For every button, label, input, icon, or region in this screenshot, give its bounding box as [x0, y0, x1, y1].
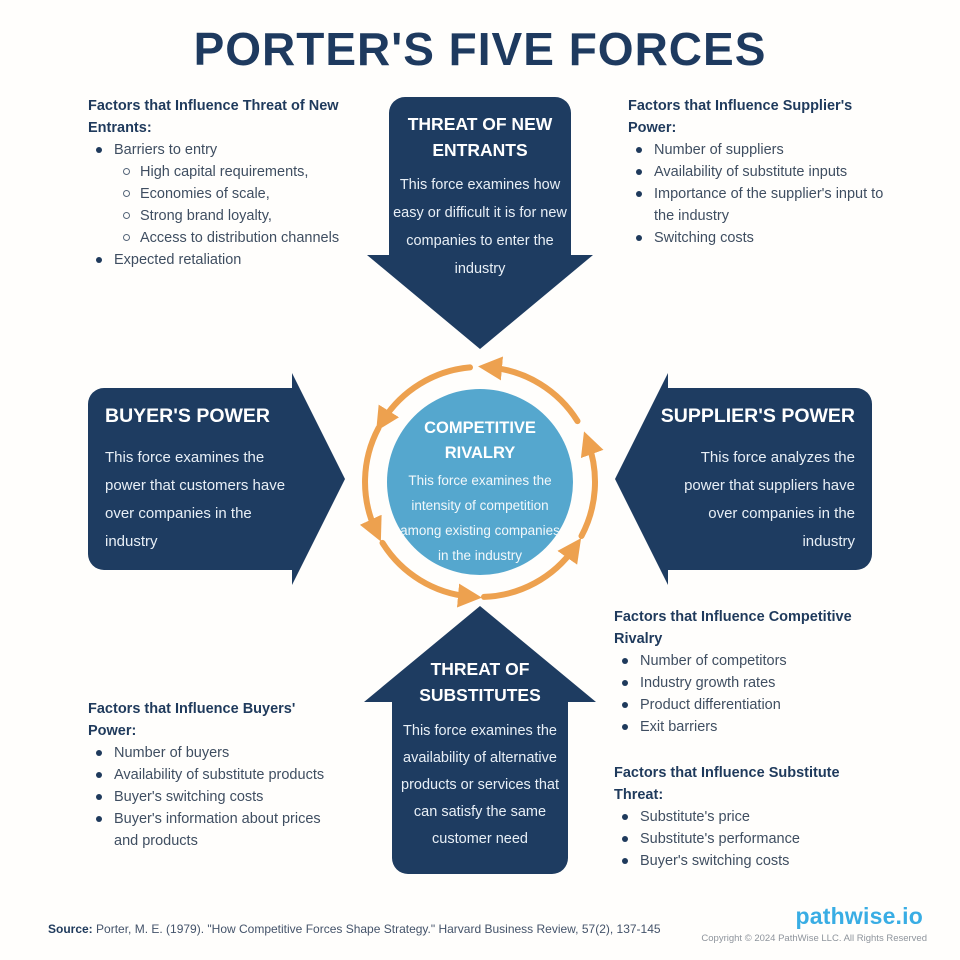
list-item: Substitute's performance [614, 828, 886, 850]
factors-substitute-threat-list: Substitute's price Substitute's performa… [614, 806, 886, 872]
competitive-rivalry-description: This force examines the intensity of com… [400, 473, 560, 563]
competitive-rivalry-circle: COMPETITIVE RIVALRY This force examines … [387, 389, 573, 575]
list-item: Number of buyers [88, 742, 332, 764]
copyright-text: Copyright © 2024 PathWise LLC. All Right… [701, 933, 927, 944]
factors-substitute-threat: Factors that Influence Substitute Threat… [614, 762, 886, 872]
list-item: Importance of the supplier's input to th… [628, 183, 892, 227]
suppliers-power-description: This force analyzes the power that suppl… [684, 449, 855, 550]
list-item: Product differentiation [614, 694, 854, 716]
arrow-up-icon [364, 606, 596, 874]
source-label: Source: [48, 922, 93, 936]
factors-new-entrants: Factors that Influence Threat of New Ent… [88, 95, 360, 271]
list-item-text: Barriers to entry [114, 142, 218, 158]
list-item: Exit barriers [614, 716, 854, 738]
list-item: Barriers to entry High capital requireme… [88, 139, 360, 249]
factors-substitute-threat-heading: Factors that Influence Substitute Threat… [614, 765, 840, 803]
list-item: High capital requirements, [114, 161, 360, 183]
new-entrants-description: This force examines how easy or difficul… [393, 177, 567, 277]
list-item: Strong brand loyalty, [114, 205, 360, 227]
factors-supplier-power-list: Number of suppliers Availability of subs… [628, 139, 892, 249]
list-item: Buyer's information about prices and pro… [88, 808, 332, 852]
substitutes-title: THREAT OF SUBSTITUTES [419, 659, 541, 705]
substitutes-description: This force examines the availability of … [401, 723, 559, 847]
list-item: Buyer's switching costs [88, 786, 332, 808]
list-item: Availability of substitute products [88, 764, 332, 786]
factors-buyers-power-list: Number of buyers Availability of substit… [88, 742, 332, 852]
buyers-power-arrow: BUYER'S POWER This force examines the po… [88, 373, 345, 585]
list-item: Economies of scale, [114, 183, 360, 205]
page-title: PORTER'S FIVE FORCES [193, 23, 767, 75]
factors-competitive-rivalry-heading: Factors that Influence Competitive Rival… [614, 609, 852, 647]
factors-competitive-rivalry-list: Number of competitors Industry growth ra… [614, 650, 854, 738]
arrow-right-icon [88, 373, 345, 585]
new-entrants-arrow: THREAT OF NEW ENTRANTS This force examin… [365, 97, 595, 353]
factors-supplier-power: Factors that Influence Supplier's Power:… [628, 95, 892, 249]
factors-new-entrants-list: Barriers to entry High capital requireme… [88, 139, 360, 271]
buyers-power-title: BUYER'S POWER [105, 405, 270, 427]
competitive-rivalry-title: COMPETITIVE RIVALRY [424, 419, 536, 462]
source-citation: Source: Porter, M. E. (1979). "How Compe… [48, 922, 661, 936]
suppliers-power-title: SUPPLIER'S POWER [660, 405, 855, 427]
list-item: Substitute's price [614, 806, 886, 828]
buyers-power-description: This force examines the power that custo… [105, 449, 286, 550]
factors-buyers-power: Factors that Influence Buyers' Power: Nu… [88, 698, 332, 852]
factors-competitive-rivalry: Factors that Influence Competitive Rival… [614, 606, 854, 738]
list-item: Access to distribution channels [114, 227, 360, 249]
factors-buyers-power-heading: Factors that Influence Buyers' Power: [88, 701, 296, 739]
factors-new-entrants-sublist: High capital requirements, Economies of … [114, 161, 360, 249]
rotation-arrows-icon [359, 356, 604, 608]
factors-new-entrants-heading: Factors that Influence Threat of New Ent… [88, 98, 339, 136]
arrow-left-icon [615, 373, 872, 585]
list-item: Switching costs [628, 227, 892, 249]
arrow-down-icon [367, 97, 593, 349]
list-item: Buyer's switching costs [614, 850, 886, 872]
new-entrants-title: THREAT OF NEW ENTRANTS [407, 114, 553, 160]
list-item: Industry growth rates [614, 672, 854, 694]
pathwise-logo: pathwise.io [795, 903, 923, 929]
list-item: Number of suppliers [628, 139, 892, 161]
factors-supplier-power-heading: Factors that Influence Supplier's Power: [628, 98, 853, 136]
list-item: Expected retaliation [88, 249, 360, 271]
list-item: Number of competitors [614, 650, 854, 672]
suppliers-power-arrow: SUPPLIER'S POWER This force analyzes the… [615, 373, 872, 585]
substitutes-arrow: THREAT OF SUBSTITUTES This force examine… [362, 600, 598, 874]
list-item: Availability of substitute inputs [628, 161, 892, 183]
source-text: Porter, M. E. (1979). "How Competitive F… [92, 922, 661, 936]
